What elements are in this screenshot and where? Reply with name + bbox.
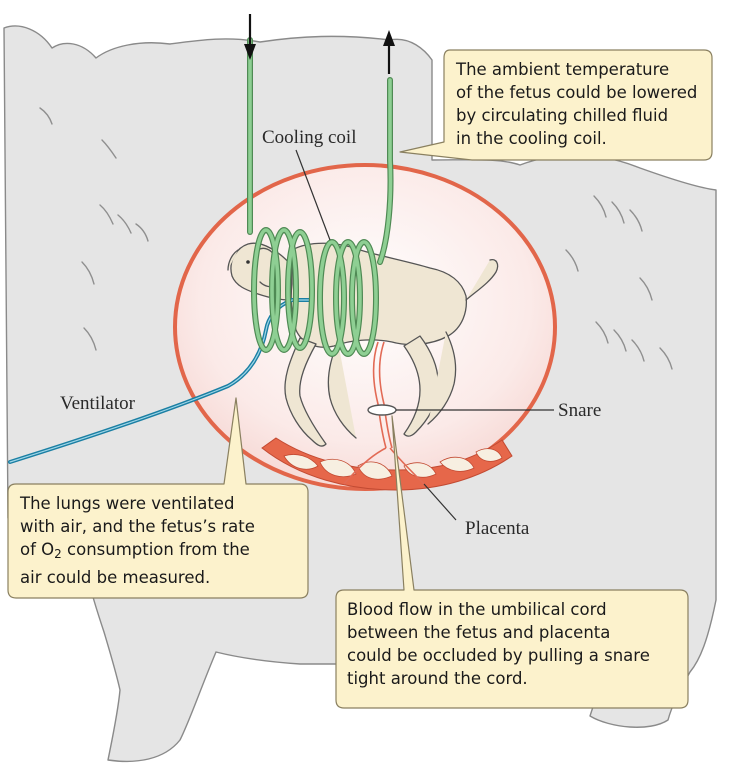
callout-temperature-line: The ambient temperature [456, 58, 697, 81]
o2-prefix: of O [20, 540, 54, 559]
callout-lungs-line: air could be measured. [20, 566, 255, 589]
callout-temperature: The ambient temperature of the fetus cou… [456, 58, 697, 150]
callout-blood-flow-line: could be occluded by pulling a snare [347, 644, 650, 667]
callout-blood-flow-line: Blood flow in the umbilical cord [347, 598, 650, 621]
snare [368, 405, 396, 415]
placenta-label: Placenta [465, 519, 529, 538]
cooling-coil-label: Cooling coil [262, 128, 356, 147]
callout-blood-flow: Blood flow in the umbilical cord between… [347, 598, 650, 690]
callout-lungs: The lungs were ventilated with air, and … [20, 492, 255, 589]
snare-label: Snare [558, 401, 601, 420]
ventilator-label: Ventilator [60, 394, 135, 413]
callout-temperature-line: by circulating chilled fluid [456, 104, 697, 127]
callout-temperature-line: of the fetus could be lowered [456, 81, 697, 104]
o2-subscript: 2 [54, 547, 62, 561]
callout-lungs-line: of O2 consumption from the [20, 538, 255, 566]
callout-lungs-line: The lungs were ventilated [20, 492, 255, 515]
callout-lungs-line: with air, and the fetus’s rate [20, 515, 255, 538]
o2-suffix: consumption from the [62, 540, 250, 559]
callout-temperature-line: in the cooling coil. [456, 127, 697, 150]
callout-blood-flow-line: tight around the cord. [347, 667, 650, 690]
callout-blood-flow-line: between the fetus and placenta [347, 621, 650, 644]
